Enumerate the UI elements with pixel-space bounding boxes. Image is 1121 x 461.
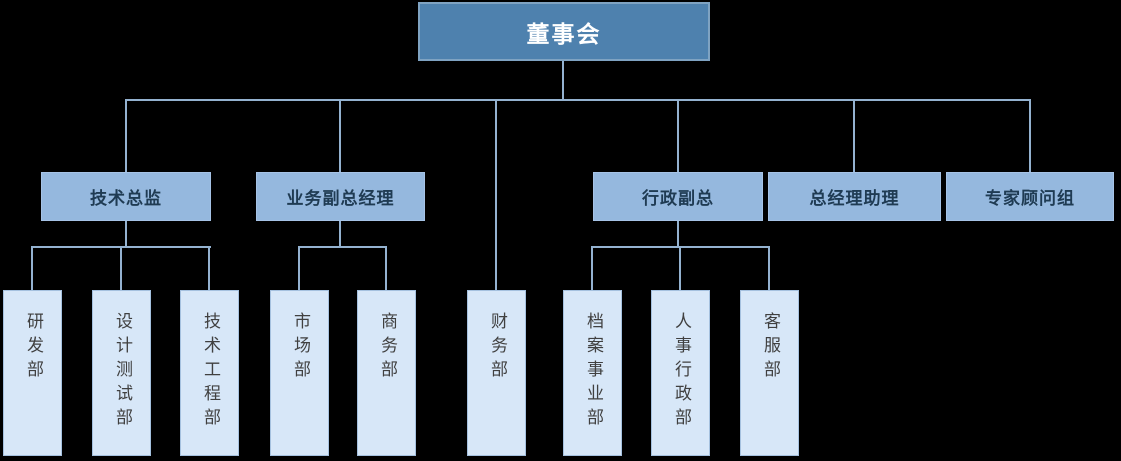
connector-drop-gm-assistant bbox=[853, 101, 855, 172]
connector-tech-bottom-stub bbox=[125, 221, 127, 246]
org-node-gm-assistant-label: 总经理助理 bbox=[809, 189, 900, 209]
org-node-design-test-dept-label: 设计测试部 bbox=[112, 312, 132, 432]
org-node-tech-director[interactable]: 技术总监 bbox=[41, 172, 211, 221]
connector-drop-expert-advisors bbox=[1029, 101, 1031, 172]
org-node-gm-assistant[interactable]: 总经理助理 bbox=[768, 172, 941, 221]
connector-biz-horizontal bbox=[298, 246, 387, 248]
org-node-board[interactable]: 董事会 bbox=[418, 2, 710, 61]
org-node-admin-deputy-label: 行政副总 bbox=[642, 189, 714, 209]
connector-main-horizontal bbox=[125, 99, 1031, 101]
org-node-service-dept-label: 客服部 bbox=[760, 312, 780, 384]
org-node-tech-eng-dept[interactable]: 技术工程部 bbox=[180, 290, 239, 456]
org-node-finance-dept-label: 财务部 bbox=[487, 312, 507, 384]
connector-drop-tech-director bbox=[125, 101, 127, 172]
connector-drop-rd-dept bbox=[31, 248, 33, 290]
org-node-hr-admin-dept[interactable]: 人事行政部 bbox=[651, 290, 710, 456]
org-node-service-dept[interactable]: 客服部 bbox=[740, 290, 799, 456]
connector-drop-finance-dept bbox=[495, 101, 497, 290]
connector-biz-bottom-stub bbox=[339, 221, 341, 246]
org-node-finance-dept[interactable]: 财务部 bbox=[467, 290, 526, 456]
org-node-rd-dept-label: 研发部 bbox=[23, 312, 43, 384]
org-node-market-dept[interactable]: 市场部 bbox=[270, 290, 329, 456]
org-node-expert-advisors[interactable]: 专家顾问组 bbox=[946, 172, 1114, 221]
org-node-archives-dept[interactable]: 档案事业部 bbox=[563, 290, 622, 456]
org-node-commerce-dept-label: 商务部 bbox=[377, 312, 397, 384]
connector-drop-commerce-dept bbox=[385, 248, 387, 290]
connector-tech-horizontal bbox=[31, 246, 211, 248]
org-node-commerce-dept[interactable]: 商务部 bbox=[357, 290, 416, 456]
org-node-expert-advisors-label: 专家顾问组 bbox=[985, 189, 1075, 209]
connector-drop-tech-eng bbox=[208, 248, 210, 290]
connector-admin-bottom-stub bbox=[677, 221, 679, 246]
connector-drop-design-test bbox=[120, 248, 122, 290]
connector-admin-horizontal bbox=[591, 246, 770, 248]
connector-drop-business-deputy bbox=[339, 101, 341, 172]
org-node-business-deputy-gm-label: 业务副总经理 bbox=[286, 189, 395, 209]
org-node-board-label: 董事会 bbox=[526, 21, 602, 48]
connector-drop-hr-admin-dept bbox=[679, 248, 681, 290]
org-node-rd-dept[interactable]: 研发部 bbox=[3, 290, 62, 456]
org-node-archives-dept-label: 档案事业部 bbox=[583, 312, 603, 432]
org-node-business-deputy-gm[interactable]: 业务副总经理 bbox=[256, 172, 425, 221]
org-node-market-dept-label: 市场部 bbox=[290, 312, 310, 384]
connector-drop-admin-deputy bbox=[677, 101, 679, 172]
org-node-tech-director-label: 技术总监 bbox=[90, 189, 162, 209]
connector-drop-market-dept bbox=[298, 248, 300, 290]
org-node-hr-admin-dept-label: 人事行政部 bbox=[671, 312, 691, 432]
org-node-design-test-dept[interactable]: 设计测试部 bbox=[92, 290, 151, 456]
connector-drop-service-dept bbox=[768, 248, 770, 290]
connector-root-stub bbox=[562, 61, 564, 100]
org-node-admin-deputy[interactable]: 行政副总 bbox=[593, 172, 763, 221]
org-node-tech-eng-dept-label: 技术工程部 bbox=[200, 312, 220, 432]
connector-drop-archives-dept bbox=[591, 248, 593, 290]
